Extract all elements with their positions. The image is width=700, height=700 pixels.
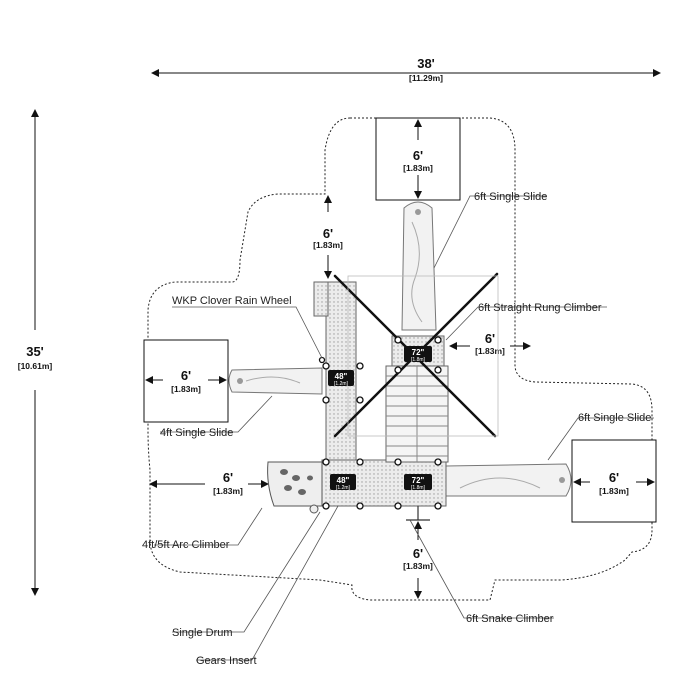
clearance-box-right bbox=[571, 439, 657, 523]
cross-reference-box bbox=[347, 275, 499, 437]
arc-climber bbox=[267, 461, 323, 507]
deck-3-metric: [1.2m] bbox=[336, 485, 351, 491]
deck-1-height: 48" bbox=[335, 372, 348, 381]
slide-left bbox=[228, 367, 323, 395]
deck-tag-3: 48" [1.2m] bbox=[330, 474, 356, 491]
clearance-right-m: [1.83m] bbox=[599, 486, 629, 496]
clearance-ul-ft: 6' bbox=[323, 226, 333, 241]
label-rain-wheel: WKP Clover Rain Wheel bbox=[172, 295, 292, 307]
clearance-left-m: [1.83m] bbox=[171, 384, 201, 394]
clearance-right-ft: 6' bbox=[609, 470, 619, 485]
single-drum bbox=[309, 504, 319, 514]
overall-width-ft: 38' bbox=[417, 56, 435, 71]
rung-climber bbox=[385, 365, 449, 463]
deck-tag-2: 72" [1.8m] bbox=[404, 346, 432, 363]
clearance-bottom-ft: 6' bbox=[413, 546, 423, 561]
clearance-bottom-m: [1.83m] bbox=[403, 561, 433, 571]
clearance-mr-m: [1.83m] bbox=[475, 346, 505, 356]
clearance-ul-m: [1.83m] bbox=[313, 240, 343, 250]
deck-tag-1: 48" [1.2m] bbox=[328, 370, 354, 387]
leader-lines bbox=[154, 195, 654, 661]
slide-right bbox=[445, 463, 572, 497]
label-drum: Single Drum bbox=[172, 627, 233, 639]
label-arc-climber: 4ft/5ft Arc Climber bbox=[142, 539, 230, 551]
deck-1-metric: [1.2m] bbox=[334, 381, 349, 387]
clearance-left-ft: 6' bbox=[181, 368, 191, 383]
label-rung-climber: 6ft Straight Rung Climber bbox=[478, 302, 602, 314]
clearance-top-m: [1.83m] bbox=[403, 163, 433, 173]
label-slide-top: 6ft Single Slide bbox=[474, 191, 547, 203]
clearance-ll-ft: 6' bbox=[223, 470, 233, 485]
posts bbox=[318, 336, 442, 510]
clearance-box-left bbox=[143, 339, 229, 423]
deck-2-height: 72" bbox=[412, 348, 425, 357]
clearance-ll-m: [1.83m] bbox=[213, 486, 243, 496]
slide-top bbox=[401, 201, 437, 331]
overall-depth-m: [10.61m] bbox=[18, 361, 53, 371]
label-slide-left: 4ft Single Slide bbox=[160, 427, 233, 439]
overall-depth-ft: 35' bbox=[26, 344, 44, 359]
label-snake-climber: 6ft Snake Climber bbox=[466, 613, 554, 625]
deck-4-metric: [1.8m] bbox=[411, 485, 426, 491]
clearance-mr-ft: 6' bbox=[485, 331, 495, 346]
label-slide-right: 6ft Single Slide bbox=[578, 412, 651, 424]
rain-wheel-panel bbox=[313, 281, 329, 317]
clearance-top-ft: 6' bbox=[413, 148, 423, 163]
label-gears: Gears Insert bbox=[196, 655, 257, 667]
safety-zone-outline bbox=[147, 117, 653, 601]
overall-width-m: [11.29m] bbox=[409, 73, 443, 83]
deck-2-metric: [1.8m] bbox=[411, 357, 426, 363]
deck-4-height: 72" bbox=[412, 476, 425, 485]
snake-climber bbox=[406, 506, 430, 521]
deck-3-height: 48" bbox=[337, 476, 350, 485]
deck-tag-4: 72" [1.8m] bbox=[404, 474, 432, 491]
